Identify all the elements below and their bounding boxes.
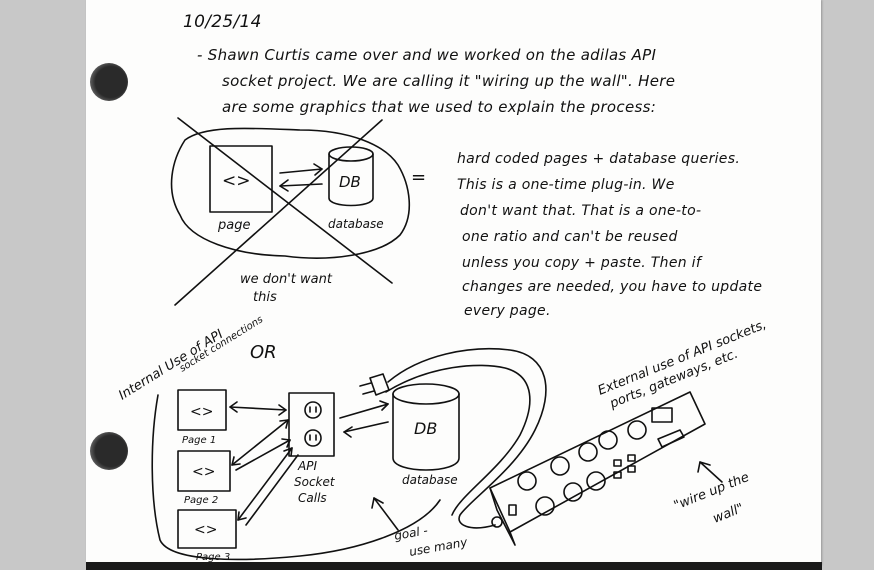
database-label: database [328, 217, 384, 231]
page-glyph: <> [222, 171, 251, 191]
page-label: page [217, 218, 250, 233]
internal-use-line-1: Internal Use of API [116, 327, 226, 403]
page-3-label: Page 3 [196, 552, 230, 563]
page-icon: <> [209, 145, 273, 213]
explanation-line-3: don't want that. That is a one-to- [460, 203, 702, 219]
page-api-arrows-icon [229, 401, 299, 526]
equals-sign: = [411, 167, 426, 188]
top-caption-line-1: we don't want [240, 272, 333, 287]
intro-line-3: are some graphics that we used to explai… [222, 98, 657, 116]
svg-text:DB: DB [414, 419, 437, 438]
svg-text:<>: <> [190, 404, 213, 420]
explanation-line-6: changes are needed, you have to update [462, 279, 763, 295]
or-label: OR [250, 342, 277, 363]
power-strip-icon [489, 391, 706, 546]
explanation-line-1: hard coded pages + database queries. [457, 151, 741, 167]
bottom-database-icon: DB [392, 383, 460, 471]
api-label-line-3: Calls [298, 491, 327, 505]
bottom-database-label: database [402, 473, 458, 487]
internal-group-outline [151, 394, 441, 561]
goal-arrow-icon [373, 497, 399, 531]
top-caption-line-2: this [253, 290, 277, 305]
page-2-icon: <> [177, 450, 231, 492]
binder-hole-icon [90, 63, 128, 101]
page-3-icon: <> [177, 509, 237, 549]
database-icon: DB [328, 146, 374, 207]
explanation-line-4: one ratio and can't be reused [462, 229, 678, 245]
api-label-line-2: Socket [294, 475, 336, 489]
svg-text:<>: <> [192, 464, 215, 480]
api-label-line-1: API [297, 459, 317, 473]
note-date: 10/25/14 [183, 12, 262, 32]
api-db-arrows-icon [339, 400, 389, 438]
explanation-line-5: unless you copy + paste. Then if [462, 255, 702, 271]
api-socket-icon [288, 392, 335, 457]
wire-label-line-2: wall" [711, 501, 746, 527]
bidirectional-arrows-icon [279, 163, 323, 192]
explanation-line-2: This is a one-time plug-in. We [457, 177, 675, 193]
page-1-label: Page 1 [182, 435, 216, 446]
intro-line-1: - Shawn Curtis came over and we worked o… [197, 46, 657, 64]
external-use-line-1: External use of API sockets, [596, 317, 769, 398]
cross-out-icon [174, 117, 393, 306]
explanation-line-7: every page. [464, 303, 551, 319]
db-glyph: DB [339, 173, 361, 191]
intro-line-2: socket project. We are calling it "wirin… [222, 72, 676, 90]
goal-line-1: goal - [393, 523, 429, 543]
page-2-label: Page 2 [184, 495, 218, 506]
page-bottom-edge [86, 562, 822, 570]
top-cloud [170, 127, 411, 259]
plug-icon [359, 347, 547, 529]
page-1-icon: <> [177, 389, 227, 431]
svg-text:<>: <> [194, 522, 217, 538]
binder-hole-icon [90, 432, 128, 470]
wire-arrow-icon [699, 461, 723, 483]
